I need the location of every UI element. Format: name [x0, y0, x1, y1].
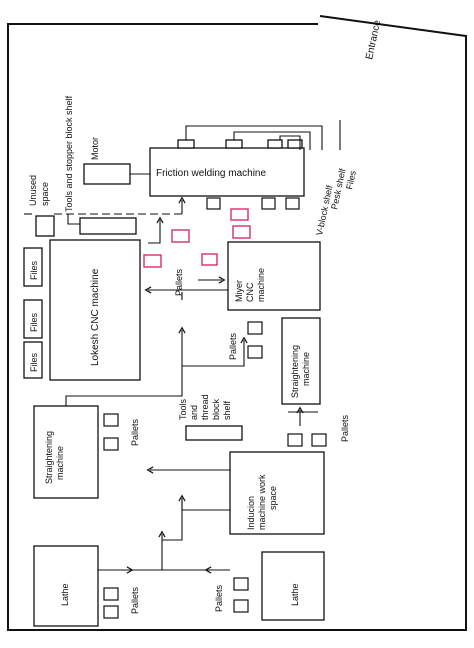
- welding-unit: [225, 139, 243, 149]
- route: [148, 216, 164, 244]
- pallets-label-lathe-right: Pallets: [214, 584, 224, 612]
- straightening-left-label-2: machine: [55, 446, 65, 480]
- pallet-highlight: [230, 208, 249, 221]
- pallet: [103, 437, 119, 451]
- straightening-right-label-2: machine: [301, 352, 311, 386]
- welding-unit: [267, 139, 283, 149]
- pallets-label-right: Pallets: [228, 332, 238, 360]
- shelf-connector: [279, 135, 301, 150]
- pallets-label-lathe-left: Pallets: [130, 586, 140, 614]
- tools-thread-label-1: Tools: [178, 398, 188, 420]
- pallet: [261, 197, 276, 210]
- tools-thread-label-4: block: [211, 398, 221, 420]
- pallet: [206, 197, 221, 210]
- pallet: [103, 587, 119, 601]
- friction-welding-label: Friction welding machine: [156, 168, 266, 179]
- motor-label: Motor: [90, 137, 100, 160]
- friction-welding-machine: [149, 147, 305, 197]
- pallet: [285, 197, 300, 210]
- pallets-label-left: Pallets: [130, 418, 140, 446]
- tools-thread-shelf: [185, 425, 243, 441]
- shelf-connector: [233, 131, 311, 150]
- entrance-label: Entrance: [364, 19, 383, 61]
- straightening-machine-right: [281, 317, 321, 405]
- tools-connector: [67, 214, 80, 225]
- files-label-top: Files: [344, 169, 358, 190]
- induction-label-3: space: [268, 486, 278, 510]
- pallet: [103, 413, 119, 427]
- route: [182, 336, 248, 367]
- induction-machine-work-space: [229, 451, 325, 535]
- floor-outline: [7, 15, 467, 631]
- files-box-3: [23, 341, 43, 379]
- files-label-left-1: Files: [29, 260, 39, 280]
- straightening-machine-left: [33, 405, 99, 499]
- pallets-label-right-lower: Pallets: [340, 414, 350, 442]
- pallet: [247, 321, 263, 335]
- unused-space-label-2: space: [40, 182, 50, 206]
- miyer-cnc-label-3: machine: [256, 268, 266, 302]
- route: [65, 380, 183, 406]
- lokesh-cnc-machine: [49, 239, 141, 381]
- induction-label-1: Inducion: [246, 496, 256, 530]
- pallet: [233, 577, 249, 591]
- pallet-highlight: [143, 254, 162, 268]
- tools-thread-label-3: thread: [200, 394, 210, 420]
- straightening-left-label-1: Straightening: [44, 431, 54, 484]
- route: [158, 498, 183, 541]
- welding-unit: [177, 139, 195, 149]
- files-label-left-2: Files: [29, 312, 39, 332]
- lathe-right: [261, 551, 325, 621]
- lathe-left-label: Lathe: [60, 583, 70, 606]
- tools-stopper-shelf: [79, 217, 137, 235]
- pallet: [103, 605, 119, 619]
- miyer-cnc-label-1: Miyer: [234, 280, 244, 302]
- pallet: [287, 433, 303, 447]
- pallet-highlight: [201, 253, 218, 266]
- pallet: [311, 433, 327, 447]
- route: [178, 494, 230, 511]
- shelf-connector: [185, 125, 323, 150]
- unused-space-box: [35, 215, 55, 237]
- tools-stopper-shelf-label: Tools and stopper block shelf: [64, 95, 74, 212]
- miyer-cnc-label-2: CNC: [245, 282, 255, 302]
- motor-box: [83, 163, 131, 185]
- miyer-cnc-machine: [227, 241, 321, 311]
- lokesh-cnc-label: Lokesh CNC machine: [90, 268, 101, 366]
- route: [130, 540, 163, 571]
- lathe-right-label: Lathe: [290, 583, 300, 606]
- files-label-left-3: Files: [29, 352, 39, 372]
- tools-thread-label-5: shelf: [222, 400, 232, 420]
- unused-space-label-1: Unused: [28, 175, 38, 206]
- pallets-label-upper: Pallets: [174, 268, 184, 296]
- pallet-highlight: [171, 229, 190, 243]
- straightening-right-label-1: Straightening: [290, 345, 300, 398]
- vblock-shelf-label: V-block shelf: [314, 184, 334, 236]
- tools-thread-label-2: and: [189, 405, 199, 420]
- induction-label-2: machine work: [257, 474, 267, 530]
- pallet-highlight: [232, 225, 251, 239]
- pallet: [233, 599, 249, 613]
- files-box-2: [23, 299, 43, 339]
- files-box-1: [23, 247, 43, 287]
- lathe-left: [33, 545, 99, 627]
- welding-unit: [287, 139, 303, 149]
- pallet: [247, 345, 263, 359]
